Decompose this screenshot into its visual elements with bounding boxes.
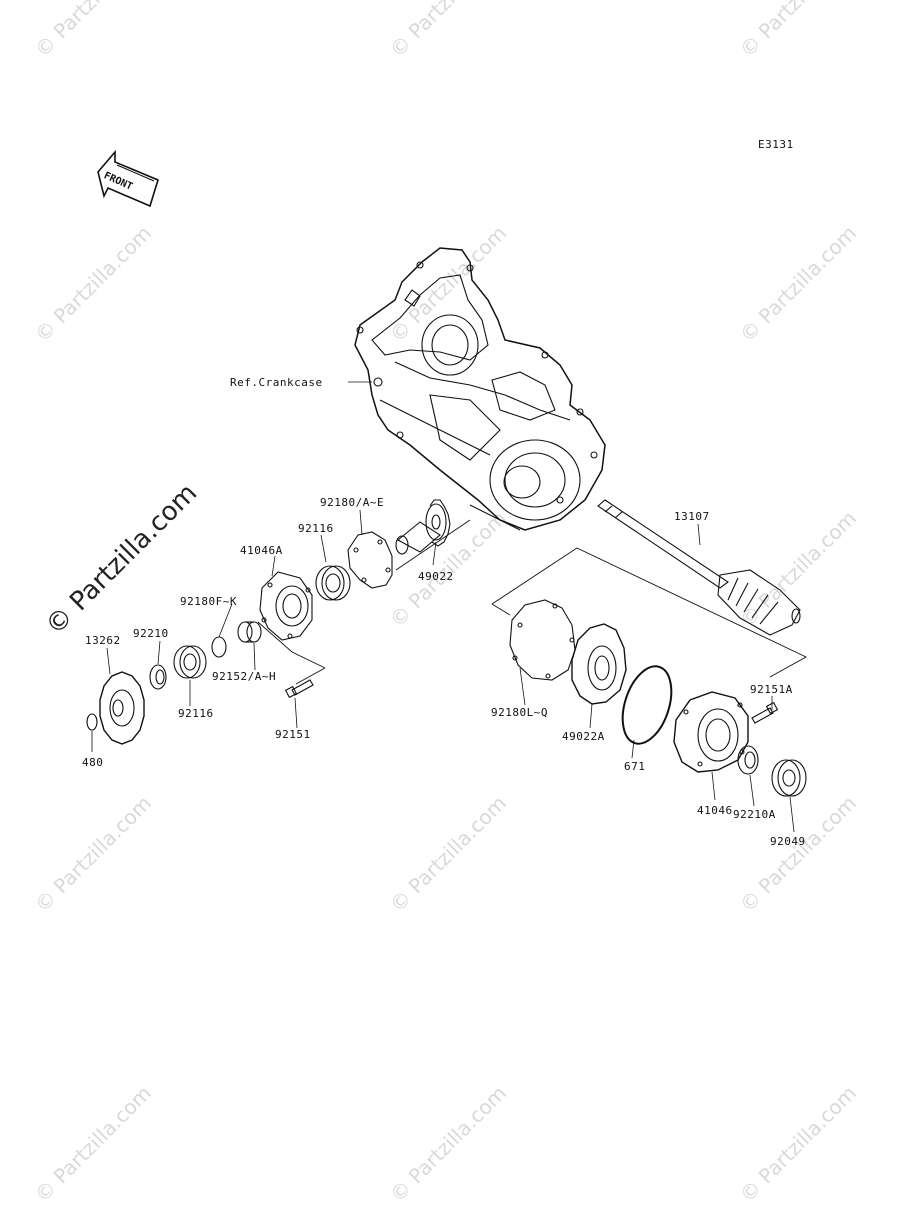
shim-92180fk <box>211 636 227 658</box>
collar-92152 <box>237 621 262 643</box>
seal-92049 <box>771 759 807 797</box>
label-92151a[interactable]: 92151A <box>750 683 793 696</box>
gear-49022a <box>571 623 627 705</box>
o-ring-671 <box>621 665 673 745</box>
bolt-92151 <box>284 679 314 699</box>
label-13107[interactable]: 13107 <box>674 510 710 523</box>
label-671[interactable]: 671 <box>624 760 646 773</box>
seal-92210 <box>149 664 167 690</box>
label-92180lq[interactable]: 92180L~Q <box>491 706 548 719</box>
label-41046a[interactable]: 41046A <box>240 544 283 557</box>
label-92151[interactable]: 92151 <box>275 728 311 741</box>
housing-41046a <box>259 571 313 641</box>
label-41046[interactable]: 41046 <box>697 804 733 817</box>
label-49022[interactable]: 49022 <box>418 570 454 583</box>
bearing-92116-a <box>315 565 351 601</box>
label-13262[interactable]: 13262 <box>85 634 121 647</box>
label-92210a[interactable]: 92210A <box>733 808 776 821</box>
crankcase-drawing <box>354 247 606 531</box>
label-92116-b[interactable]: 92116 <box>178 707 214 720</box>
label-92049[interactable]: 92049 <box>770 835 806 848</box>
seal-92210a <box>737 745 759 775</box>
shaft-13107 <box>597 499 801 636</box>
diagram-code: E3131 <box>758 138 794 151</box>
label-92210[interactable]: 92210 <box>133 627 169 640</box>
front-arrow-icon <box>97 149 159 208</box>
bearing-92116-b <box>173 645 207 679</box>
assembly-outline <box>257 519 807 685</box>
bolt-92151a <box>751 701 779 724</box>
label-92180-ae[interactable]: 92180/A~E <box>320 496 385 509</box>
leader-lines <box>91 381 795 833</box>
label-crankcase[interactable]: Ref.Crankcase <box>230 376 323 389</box>
label-49022a[interactable]: 49022A <box>562 730 605 743</box>
gear-49022 <box>395 499 451 555</box>
gasket-92180-ae <box>347 531 393 589</box>
gasket-92180lq <box>509 599 576 681</box>
label-480[interactable]: 480 <box>82 756 104 769</box>
circlip-480 <box>86 713 98 731</box>
housing-41046 <box>673 691 749 773</box>
label-92116-a[interactable]: 92116 <box>298 522 334 535</box>
label-92180fk[interactable]: 92180F~K <box>180 595 237 608</box>
gear-13262 <box>99 671 145 745</box>
label-92152[interactable]: 92152/A~H <box>212 670 277 683</box>
